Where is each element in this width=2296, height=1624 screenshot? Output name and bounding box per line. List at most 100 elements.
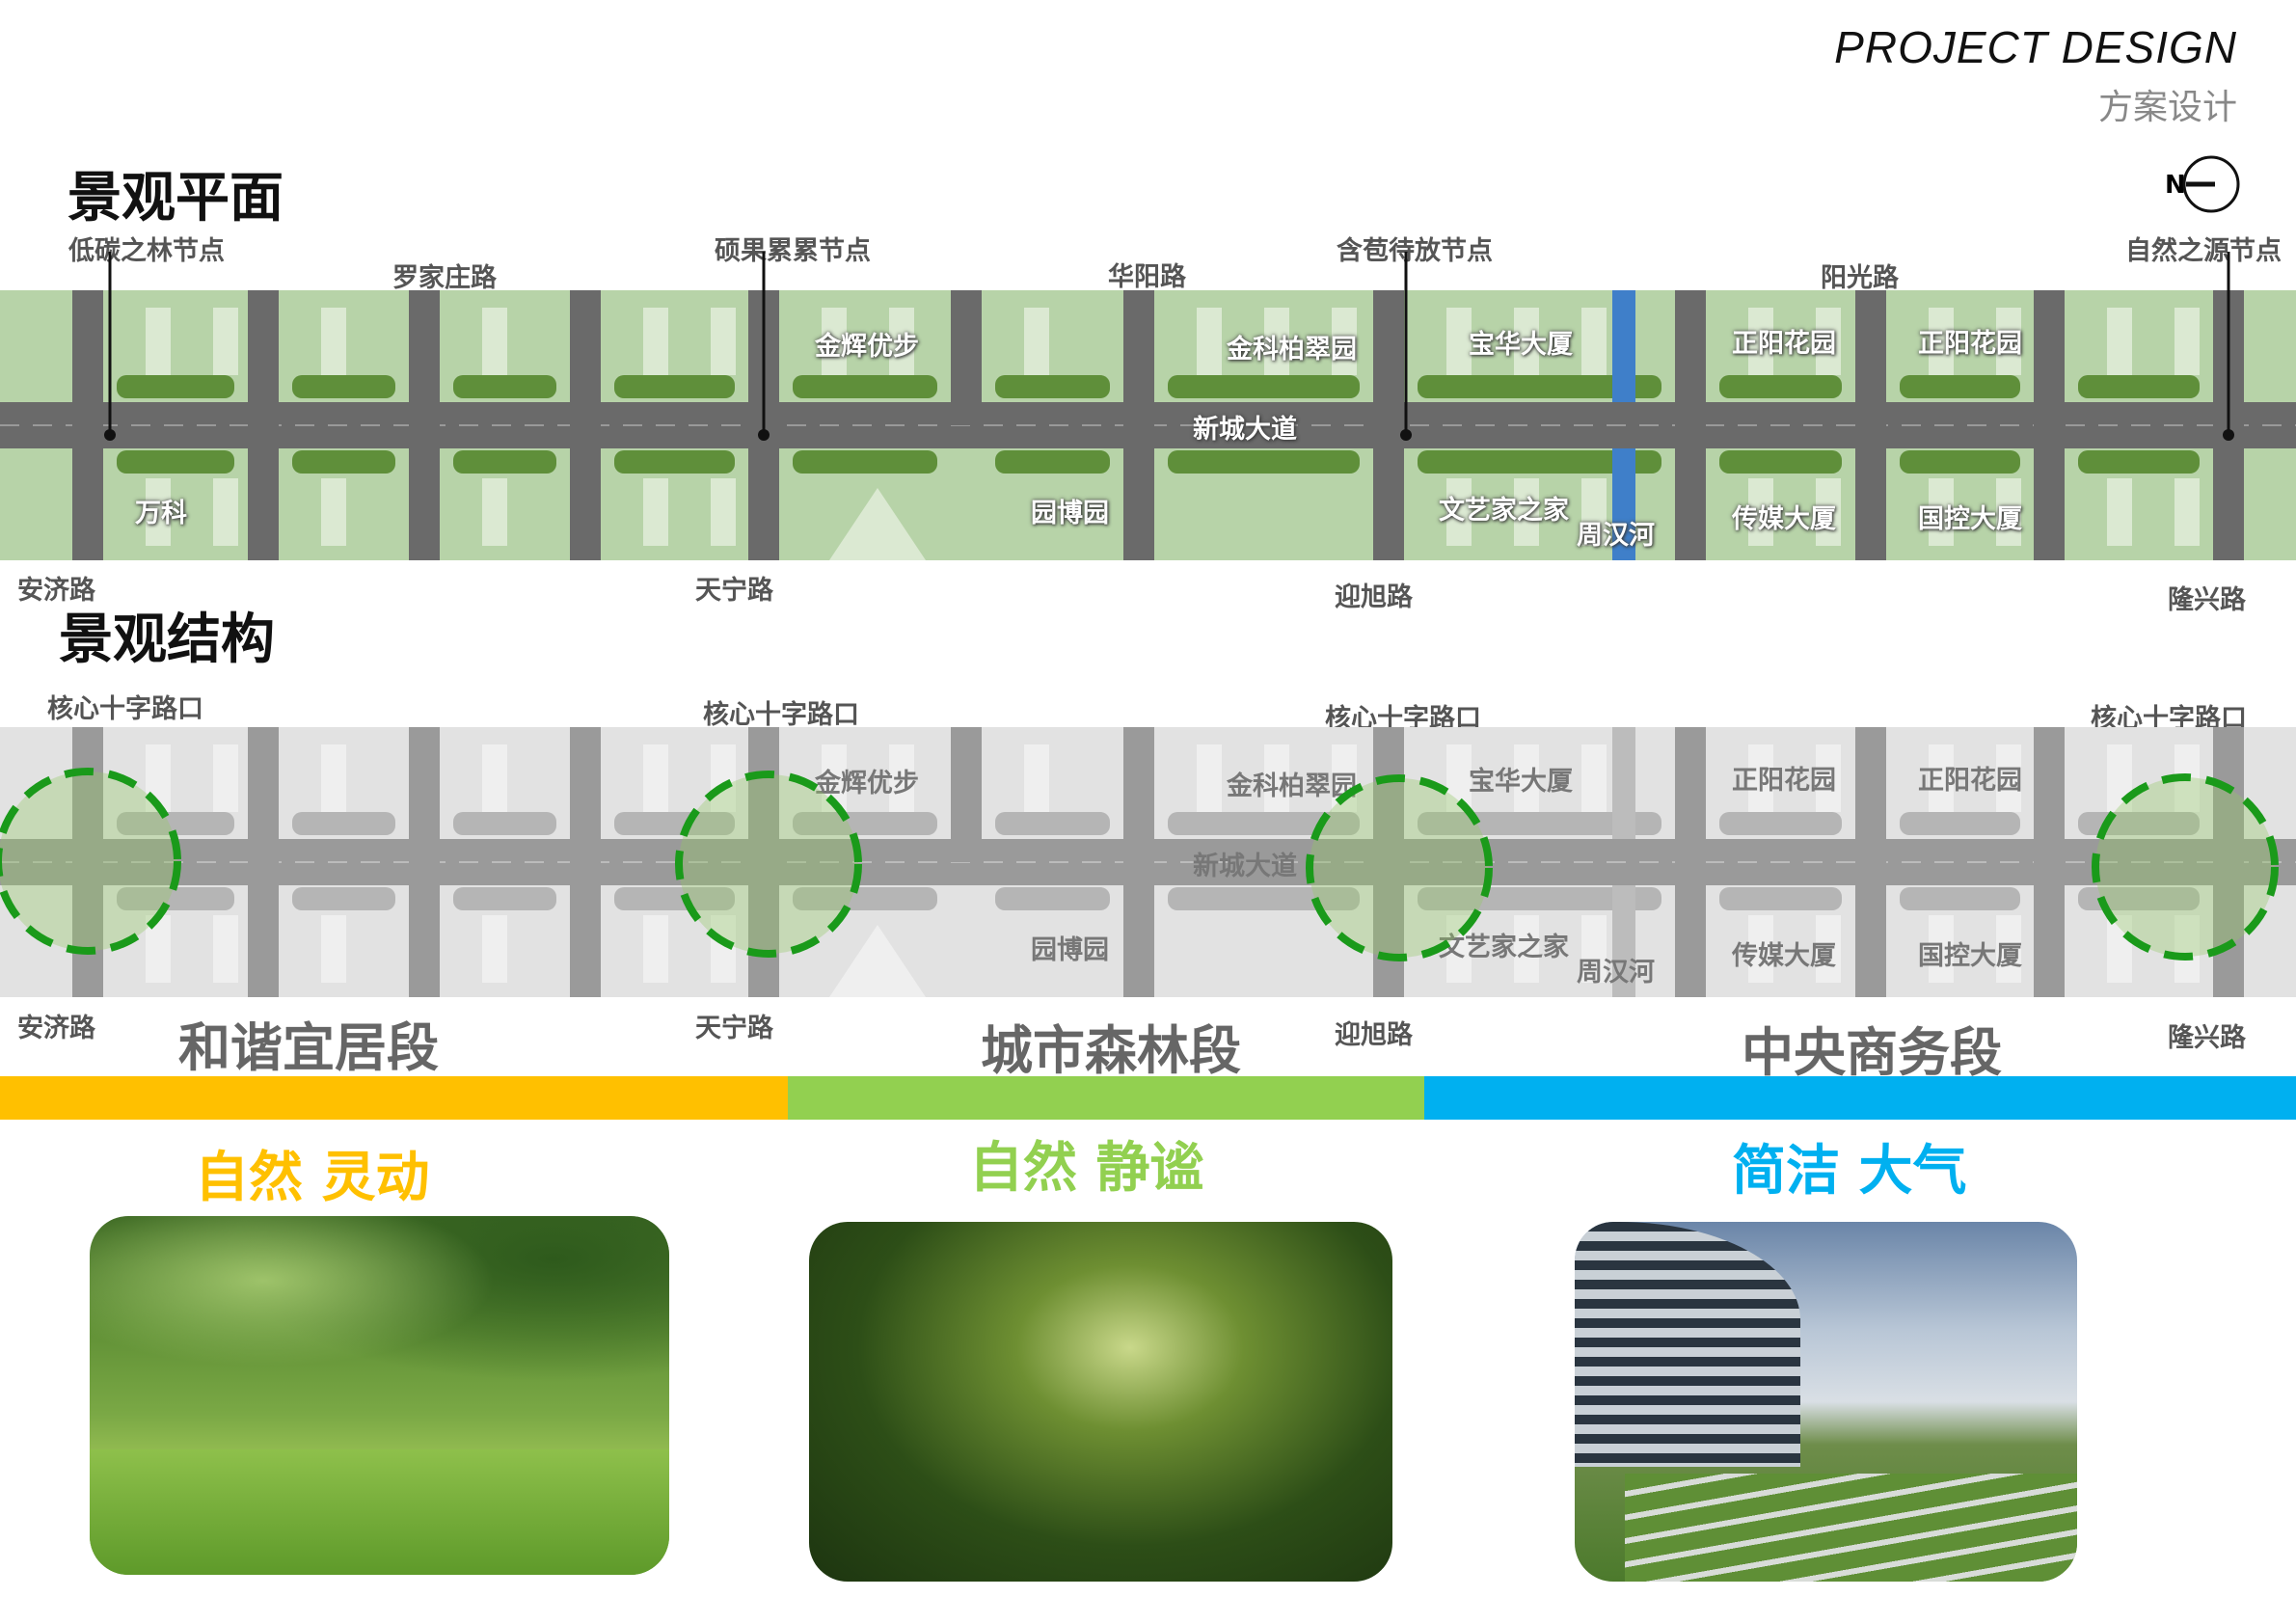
building [1332,308,1357,375]
road-label: 隆兴路 [2168,1023,2246,1053]
building [2107,915,2132,983]
building [1514,478,1539,546]
building [1024,308,1049,375]
planting-strip [1900,450,2020,474]
building [1581,478,1607,546]
core-intersection-circle [1306,774,1493,961]
road-label: 阳光路 [1821,263,1899,293]
building [1996,478,2021,546]
planting-strip [2078,450,2200,474]
core-intersection-markers [0,768,2279,961]
cross-road [951,727,982,862]
structure-title: 景观结构 [59,609,275,671]
building [1514,308,1539,375]
building [213,744,238,812]
building [2174,478,2200,546]
place-label: 传媒大厦 [1732,504,1836,534]
north-arrow-icon: N [2165,155,2240,213]
plan-map-drawing [0,252,2296,560]
title-chinese: 方案设计 [2097,88,2237,127]
building [1929,478,1954,546]
planting-strip [2078,887,2200,910]
cross-road [570,727,601,997]
cross-road [72,290,103,560]
place-label: 园博园 [1031,499,1109,528]
building [1929,308,1954,375]
planting-strip [1168,375,1360,398]
building [1996,915,2021,983]
road-label: 安济路 [17,1014,95,1043]
segment-label: 城市森林段 [981,1020,1241,1081]
cross-road [2034,290,2065,560]
planting-strip [1168,450,1360,474]
building [2174,308,2200,375]
place-label: 宝华大厦 [1469,330,1573,360]
planting-strip [117,887,234,910]
segment-label: 和谐宜居段 [178,1017,439,1078]
park-triangle [829,488,926,560]
planting-strip [614,375,735,398]
core-intersection-circle [2092,773,2279,961]
building [1996,308,2021,375]
cross-road [951,290,982,425]
node-label: 硕果累累节点 [715,236,871,266]
building [146,308,171,375]
building [643,478,668,546]
planting-strip [1719,375,1842,398]
planting-strip [1719,887,1842,910]
building [1264,744,1289,812]
building [643,915,668,983]
building [1816,308,1841,375]
planting-strip [793,450,937,474]
planting-strip [614,887,735,910]
planting-strip [995,375,1110,398]
planting-strip [1900,375,2020,398]
node-marker [2223,429,2234,441]
place-label: 传媒大厦 [1732,941,1836,971]
road-label: 迎旭路 [1335,1020,1413,1050]
building [482,308,507,375]
planting-strip [995,812,1110,835]
place-label: 正阳花园 [1732,329,1836,359]
building [482,478,507,546]
building [643,308,668,375]
building [1581,915,1607,983]
place-label: 文艺家之家 [1439,496,1569,526]
place-label: 正阳花园 [1918,766,2022,796]
planting-strip [292,450,395,474]
building [1748,308,1773,375]
place-label: 正阳花园 [1732,766,1836,796]
structure-map-drawing [0,727,2296,997]
node-marker [1400,429,1412,441]
cross-road [1373,290,1404,560]
node-label: 低碳之林节点 [68,236,225,266]
segment-bar-green [788,1076,1424,1120]
forest-photo [809,1222,1392,1582]
planting-strip [1719,812,1842,835]
planting-strip [995,887,1110,910]
planting-strip [117,450,234,474]
building [1816,478,1841,546]
cross-road [409,727,440,997]
building [213,308,238,375]
building [1024,744,1049,812]
planting-strip [292,887,395,910]
compass-letter: N [2165,171,2186,200]
building [822,308,847,375]
building [1996,744,2021,812]
planting-strip [453,812,556,835]
building [1197,308,1222,375]
planting-strip [1418,812,1661,835]
node-marker [758,429,770,441]
building [1581,744,1607,812]
title-english: PROJECT DESIGN [1834,22,2237,72]
planting-strip [995,450,1110,474]
place-label: 园博园 [1031,935,1109,965]
node-marker [104,429,116,441]
building [146,478,171,546]
cross-road [1123,727,1154,997]
planting-strip [1418,375,1661,398]
building [2107,478,2132,546]
place-label: 新城大道 [1193,415,1297,445]
building [1197,744,1222,812]
